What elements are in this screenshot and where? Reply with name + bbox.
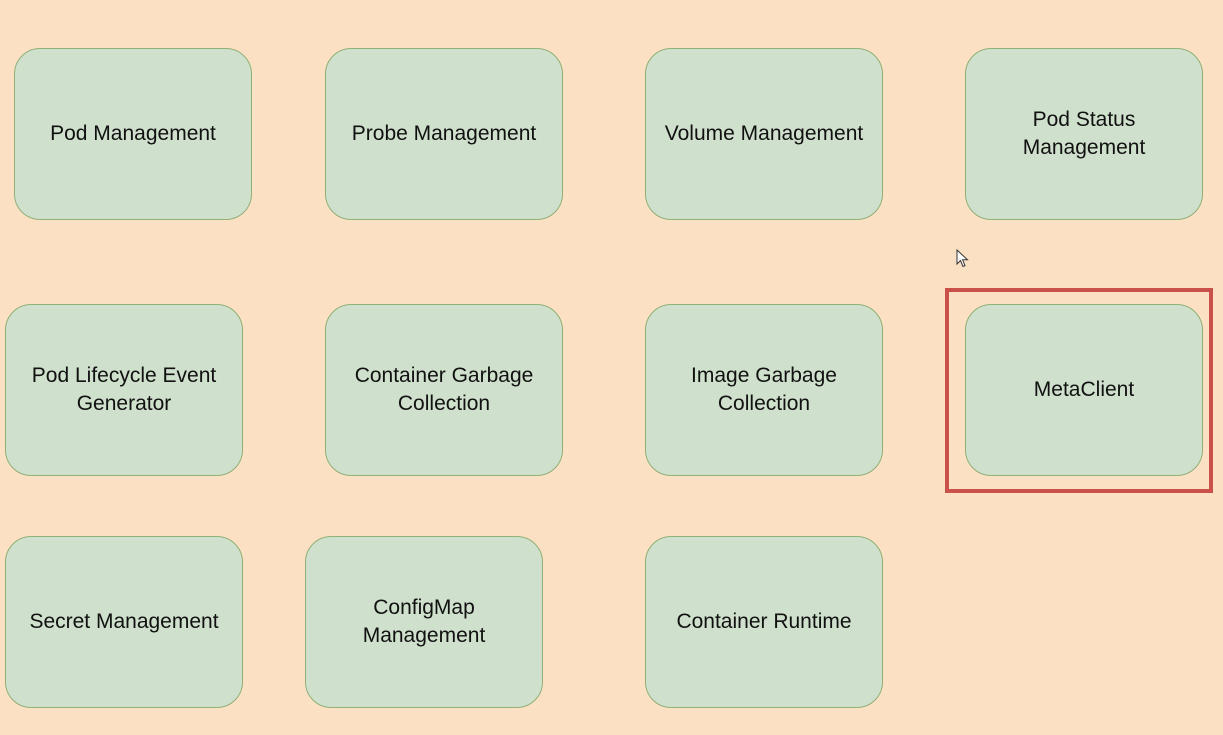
component-label: Pod Management [50,122,216,145]
component-pod-lifecycle-event-generator[interactable]: Pod Lifecycle Event Generator [5,304,243,476]
component-label: Pod Lifecycle Event Generator [31,364,217,415]
component-label: Container Garbage Collection [354,364,534,415]
component-label: Pod Status Management [1022,108,1146,159]
component-pod-management[interactable]: Pod Management [14,48,252,220]
mouse-cursor-icon [956,249,969,268]
component-volume-management[interactable]: Volume Management [645,48,883,220]
metaclient-highlight-frame [945,288,1213,493]
component-label: Image Garbage Collection [691,364,837,415]
component-label: MetaClient [1033,378,1135,401]
component-label: Secret Management [29,610,219,633]
component-label: Volume Management [664,122,864,145]
component-pod-status-management[interactable]: Pod Status Management [965,48,1203,220]
component-secret-management[interactable]: Secret Management [5,536,243,708]
component-probe-management[interactable]: Probe Management [325,48,563,220]
component-container-runtime[interactable]: Container Runtime [645,536,883,708]
component-configmap-management[interactable]: ConfigMap Management [305,536,543,708]
component-label: Probe Management [351,122,537,145]
component-container-garbage-collection[interactable]: Container Garbage Collection [325,304,563,476]
component-image-garbage-collection[interactable]: Image Garbage Collection [645,304,883,476]
component-metaclient[interactable]: MetaClient [965,304,1203,476]
component-label: ConfigMap Management [362,596,486,647]
component-label: Container Runtime [676,610,852,633]
